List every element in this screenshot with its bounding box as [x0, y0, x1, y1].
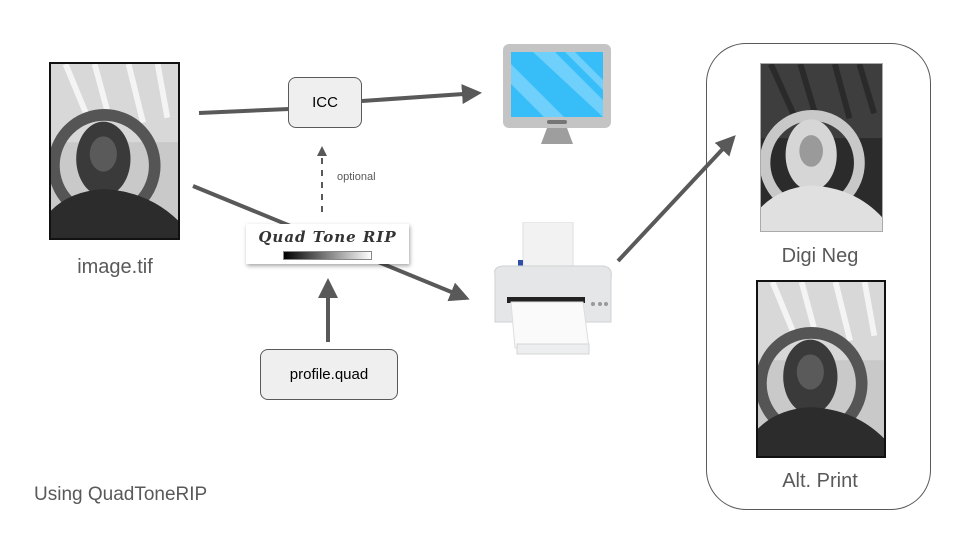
optional-note: optional: [337, 171, 376, 183]
icc-label: ICC: [312, 94, 338, 111]
monitor-icon: [503, 44, 611, 144]
source-caption: image.tif: [77, 256, 153, 278]
digi-neg-caption: Digi Neg: [781, 245, 859, 267]
source-image: [49, 62, 180, 240]
arrow-image-to-icc: [198, 107, 290, 115]
quadtone-rip-title: Quad Tone RIP: [258, 228, 397, 246]
arrow-printer-to-outputs: [616, 135, 736, 263]
printer-icon: [494, 222, 612, 355]
quadtone-rip-logo[interactable]: Quad Tone RIP: [246, 224, 409, 264]
tone-gradient-bar: [283, 251, 372, 260]
profile-box[interactable]: profile.quad: [260, 349, 398, 400]
arrow-icc-to-monitor: [361, 84, 482, 105]
alt-print-caption: Alt. Print: [782, 470, 858, 492]
digi-neg-image: [760, 63, 883, 232]
output-group: [706, 43, 931, 510]
profile-label: profile.quad: [289, 366, 369, 383]
icc-box[interactable]: ICC: [288, 77, 362, 128]
alt-print-image: [756, 280, 886, 458]
footer-title: Using QuadToneRIP: [34, 484, 208, 505]
